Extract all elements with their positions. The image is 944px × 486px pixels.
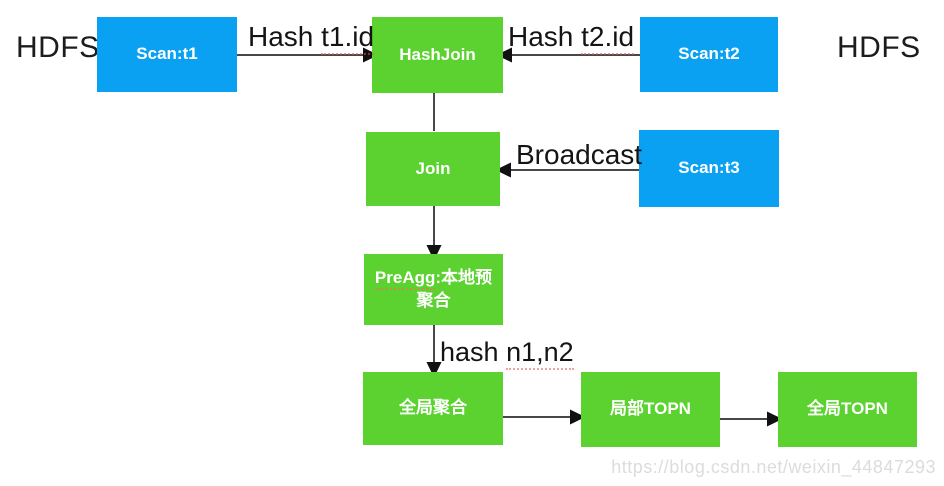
edge-label-broadcast: Broadcast [516,139,642,171]
node-scan-t2-label: Scan:t2 [678,44,740,64]
edge-label-hash-t2-id-plain: Hash [508,21,582,52]
node-global-agg-label: 全局聚合 [399,398,467,418]
edge-label-hash-t2-id: Hash t2.id [508,21,635,55]
node-scan-t3: Scan:t3 [639,130,779,207]
node-join-label: Join [415,158,451,178]
node-hashjoin-label: HashJoin [399,44,476,64]
node-global-agg: 全局聚合 [363,372,503,445]
node-preagg-label: PreAgg:本地预聚合 [369,267,498,313]
node-hashjoin: HashJoin [372,17,503,93]
csdn-watermark: https://blog.csdn.net/weixin_44847293 [611,457,936,477]
node-scan-t3-label: Scan:t3 [678,158,740,178]
edge-label-broadcast-plain: Broadcast [516,139,643,170]
node-global-topn: 全局TOPN [778,372,917,447]
node-preagg-label-marked: PreAgg [374,267,436,290]
node-scan-t2: Scan:t2 [640,17,778,92]
node-local-topn-label: 局部TOPN [610,399,691,419]
node-join: Join [366,132,500,206]
hdfs-label-right: HDFS [837,31,921,64]
edge-label-hash-n1-n2-marked: n1,n2 [506,337,574,370]
node-global-topn-label: 全局TOPN [807,399,888,419]
node-local-topn: 局部TOPN [581,372,720,447]
hdfs-label-left: HDFS [16,31,100,64]
edge-label-hash-t1-id-marked: t1.id [321,21,375,55]
node-preagg: PreAgg:本地预聚合 [364,254,503,325]
node-scan-t1: Scan:t1 [97,17,237,92]
edge-label-hash-t1-id-plain: Hash [248,21,322,52]
edge-label-hash-t2-id-marked: t2.id [581,21,635,55]
node-scan-t1-label: Scan:t1 [136,44,198,64]
edge-label-hash-t1-id: Hash t1.id [248,21,375,55]
node-preagg-label-plain: :本地预聚合 [416,267,493,310]
edge-label-hash-n1-n2: hash n1,n2 [440,337,574,370]
edge-label-hash-n1-n2-plain: hash [440,337,507,367]
